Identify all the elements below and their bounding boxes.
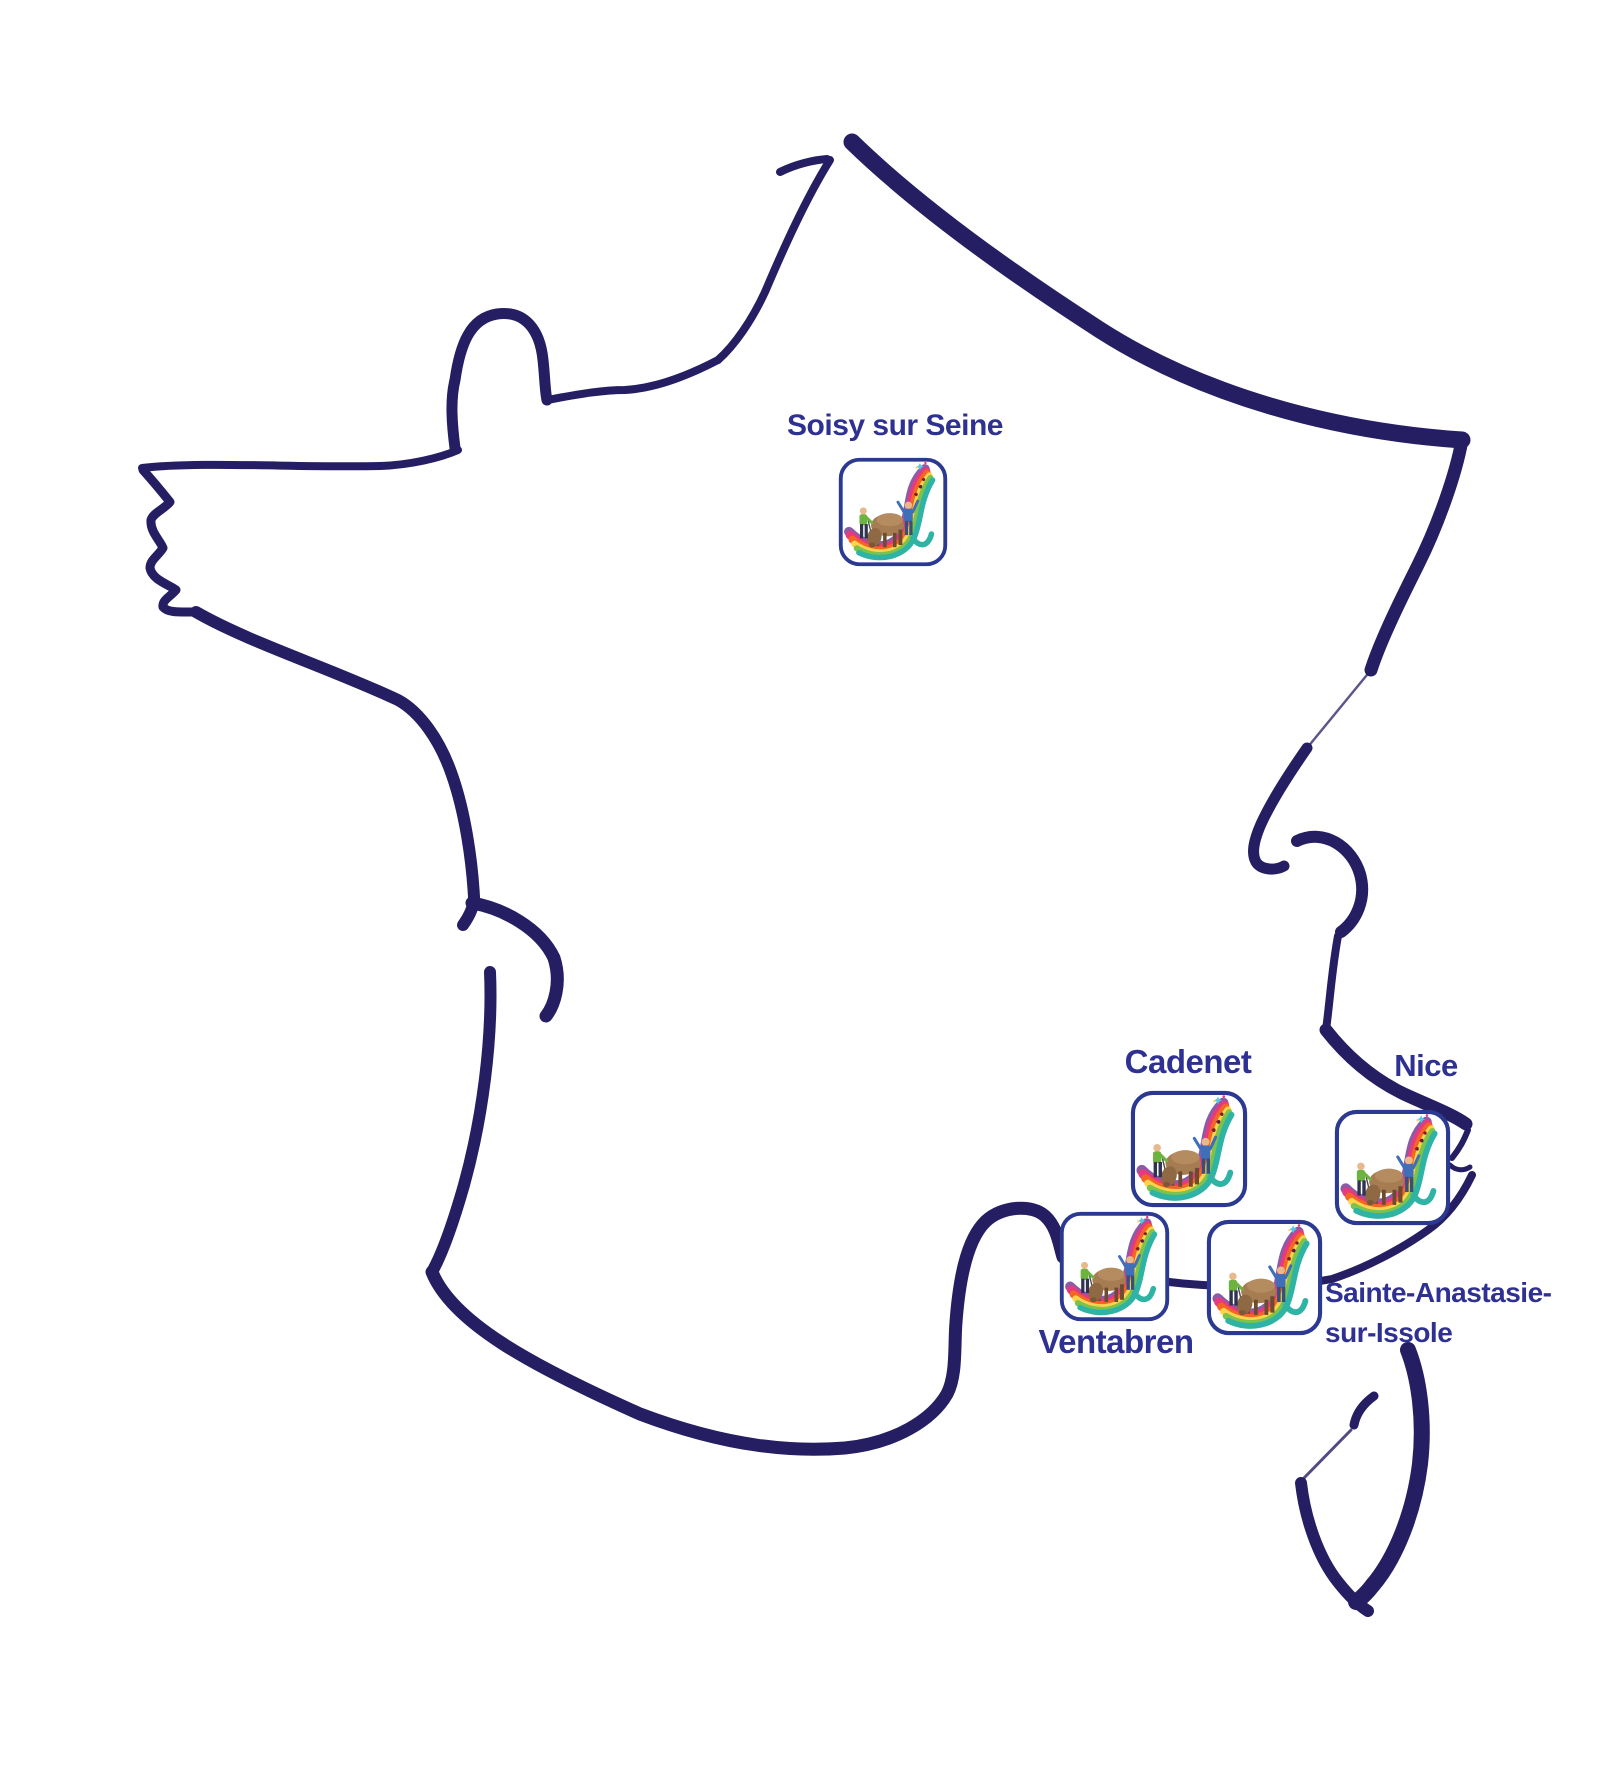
rainbow-trail-cow-logo-icon [838, 457, 948, 567]
cotentin-loop-stroke [446, 308, 553, 454]
east-border-stroke [1364, 433, 1469, 677]
marker-label: Soisy sur Seine [787, 409, 1003, 442]
marker-label-line2: sur-Issole [1325, 1317, 1453, 1348]
corsica-hairline [1301, 1428, 1353, 1481]
normandy-diagonal-stroke [714, 156, 834, 364]
alps-to-riviera-stroke [1322, 932, 1342, 1034]
corsica-top-hook-stroke [1349, 1391, 1379, 1430]
east-border-hairline [1305, 668, 1373, 750]
corsica-west-stroke [1295, 1477, 1374, 1617]
rainbow-trail-cow-logo-icon [1206, 1219, 1323, 1336]
corsica-east-stroke [1348, 1342, 1430, 1610]
riviera-upper-stroke [1319, 1023, 1473, 1131]
rainbow-trail-cow-logo-icon [1130, 1090, 1248, 1208]
rainbow-trail-cow-logo-icon [1059, 1211, 1170, 1322]
geneva-hook-stroke [1248, 742, 1313, 875]
brittany-north-coast-stroke [138, 446, 462, 472]
france-coastline-strokes [138, 133, 1476, 1617]
gironde-hook-stroke [465, 896, 564, 1023]
south-coast-west-stroke [425, 1201, 1070, 1456]
marker-label: Nice [1394, 1048, 1458, 1083]
marker-label-line1: Sainte-Anastasie- [1325, 1277, 1552, 1308]
marker-label: Ventabren [1038, 1323, 1194, 1360]
alps-crescent-stroke [1291, 830, 1369, 938]
marker-label: Sainte-Anastasie- sur-Issole [1325, 1273, 1600, 1353]
west-coast-lower-stroke [426, 966, 497, 1278]
seine-bay-stroke [543, 356, 722, 404]
riviera-wiggle-2 [1447, 1162, 1473, 1173]
peak-dash-stroke [776, 155, 831, 176]
northeast-border-stroke [843, 133, 1471, 449]
riviera-wiggle-1 [1449, 1127, 1471, 1161]
west-coast-upper-stroke [190, 606, 480, 931]
rainbow-trail-cow-logo-icon [1334, 1109, 1451, 1226]
brittany-west-zigzag-stroke [138, 465, 201, 617]
marker-label: Cadenet [1124, 1043, 1252, 1080]
